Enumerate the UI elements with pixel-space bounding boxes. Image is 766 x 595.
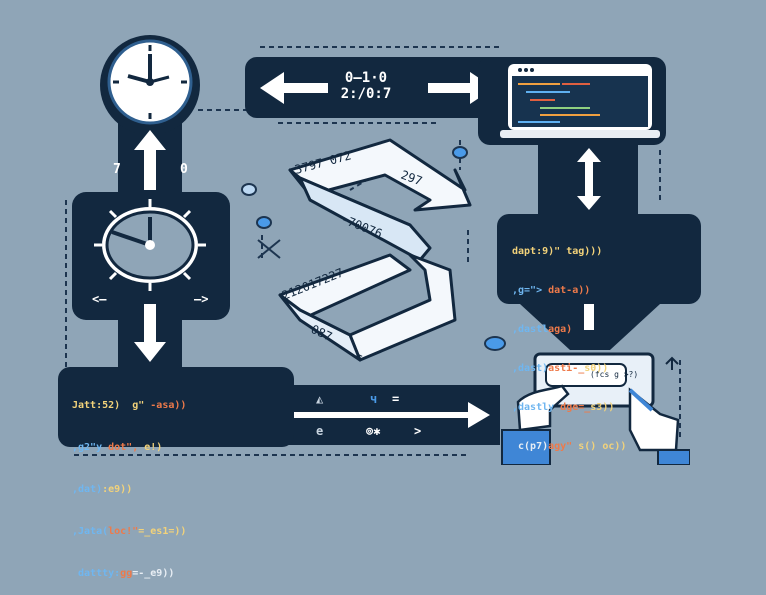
code-left: Jatt:52) g" -asa)) ,g2"y dot", e!) ,dat)… [72, 371, 186, 595]
code-panel-left [58, 367, 294, 447]
code-line: ,dat):e9)) [72, 484, 133, 495]
symbol-5: ⊚✱ [366, 424, 381, 438]
bubble-icon [256, 216, 272, 229]
bubble-icon [484, 336, 506, 351]
code-line: ,dastlaga) [512, 324, 573, 335]
symbol-6: > [414, 424, 422, 438]
wall-clock-icon [100, 35, 200, 135]
bottom-double-arrow-icon [254, 402, 490, 428]
up-down-arrow-icon [577, 148, 601, 210]
timeline-left-digit: 7 [113, 162, 121, 177]
code-line: ,g2"y dot", e!) [72, 442, 163, 453]
code-line: ,g="> dat-a)) [512, 285, 591, 296]
symbol-2: ч [370, 392, 378, 406]
symbol-3: = [392, 392, 400, 406]
hands-card-illustration [501, 352, 690, 465]
double-arrow-icon [260, 72, 494, 104]
symbol-1: ◭ [316, 392, 324, 406]
code-line: ,Jata(loc!"=_es1=)) [72, 526, 187, 537]
symbol-4: e [316, 424, 324, 438]
code-panel-right [497, 214, 701, 304]
top-band-line1: 0—1·0 [344, 70, 388, 86]
hint-left: <– [92, 292, 107, 306]
bubble-icon [241, 183, 257, 196]
hint-right: –> [194, 292, 209, 306]
bubble-icon [452, 146, 468, 159]
code-line: c(p7)agy" s() oc)) [512, 441, 627, 452]
funnel-arrow-icon [520, 304, 660, 350]
top-band-text: 0—1·0 2:/0:7 [338, 70, 394, 102]
arrow-down-icon [134, 304, 166, 362]
stopwatch-icon [94, 199, 206, 291]
code-right: dapt:9)" tag))) ,g="> dat-a)) ,dastlaga)… [512, 219, 626, 466]
code-line: Jatt:52) g" -asa)) [72, 400, 187, 411]
data-ribbon: 3797 072 297 -70076 212017227 087 = [278, 138, 472, 364]
arrow-up-icon [134, 130, 166, 190]
laptop-icon [500, 64, 660, 138]
code-line: ,dast)asti-_s0)) [512, 363, 609, 374]
code-line: ,dastly dge=_s3)) [512, 402, 615, 413]
code-line: dattty:gg=-_e9)) [72, 568, 175, 579]
card-text: (fcs g >?) [590, 370, 639, 379]
ribbon-seg2: 297 [399, 168, 424, 189]
timeline-right-digit: 0 [180, 162, 188, 177]
code-line: dapt:9)" tag))) [512, 246, 603, 257]
top-band-line2: 2:/0:7 [340, 86, 392, 102]
